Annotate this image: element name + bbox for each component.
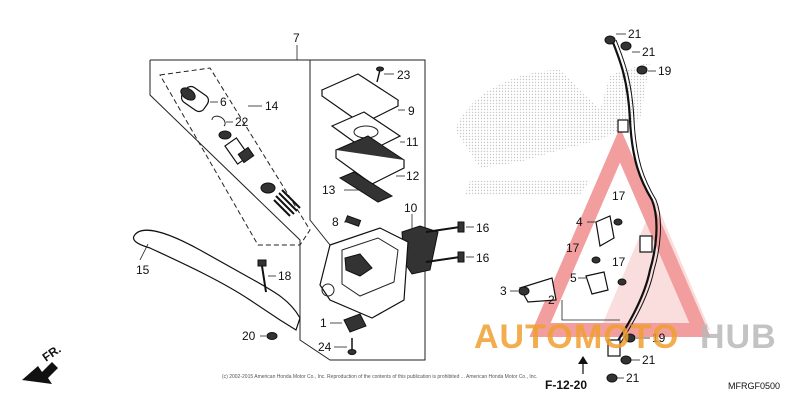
banjo-upper [604, 35, 648, 75]
screw-part-23 [376, 66, 384, 83]
circlip-part-22 [211, 115, 226, 127]
group-7-divider [309, 60, 331, 246]
piston-set-part-14 [218, 130, 301, 217]
clamp-part-4 [595, 215, 615, 247]
label-16-lower: 16 [476, 251, 490, 265]
label-20: 20 [242, 329, 256, 343]
label-21-third: 21 [642, 353, 656, 367]
label-23: 23 [397, 68, 411, 82]
label-4: 4 [576, 215, 583, 229]
label-21-bottom: 21 [626, 371, 640, 385]
label-24: 24 [318, 340, 332, 354]
watermark-hub: HUB [700, 318, 777, 356]
label-15: 15 [136, 263, 150, 277]
diagram-code: MFRGF0500 [728, 381, 780, 391]
honda-wing-watermark [455, 62, 650, 195]
label-22: 22 [235, 115, 249, 129]
label-10: 10 [404, 201, 418, 215]
label-9: 9 [408, 104, 415, 118]
lever-part-15 [132, 229, 301, 331]
label-19-top: 19 [658, 64, 672, 78]
label-18: 18 [278, 269, 292, 283]
label-3: 3 [500, 284, 507, 298]
label-17-top: 17 [612, 189, 626, 203]
banjo-lower [606, 333, 636, 383]
nut-part-20 [266, 332, 278, 340]
label-21-top: 21 [628, 27, 642, 41]
boot-part-6 [180, 85, 210, 113]
group-14-box [159, 67, 311, 246]
screw-part-8 [344, 215, 362, 227]
label-19-bottom: 19 [652, 331, 666, 345]
ref-arrow [578, 356, 588, 374]
float-part-13 [338, 171, 394, 203]
fr-arrow [22, 362, 58, 384]
switch-part-1 [343, 313, 367, 333]
lead-2 [561, 300, 620, 321]
label-17-mid: 17 [566, 241, 580, 255]
label-8: 8 [332, 215, 339, 229]
label-5: 5 [570, 271, 577, 285]
automotohub-watermark: AUTO MOTO HUB [474, 318, 777, 356]
lead-15 [139, 243, 149, 261]
label-2: 2 [548, 293, 555, 307]
label-14: 14 [265, 99, 279, 113]
label-16-upper: 16 [476, 221, 490, 235]
group-7-box-left [149, 60, 301, 245]
group-7-box [150, 59, 426, 361]
watermark-triangles [529, 127, 711, 337]
clamp-part-5 [585, 271, 609, 295]
bolt-part-16-upper [425, 221, 465, 233]
bolt-part-16-lower [425, 251, 465, 263]
clamp-part-3 [518, 277, 557, 303]
label-6: 6 [220, 95, 227, 109]
label-17-low: 17 [612, 255, 626, 269]
group-7-box-bottom [299, 245, 420, 361]
label-11: 11 [406, 135, 419, 149]
brake-hose [607, 39, 661, 357]
master-cylinder-body [319, 227, 409, 319]
label-7: 7 [293, 31, 300, 45]
watermark-moto: MOTO [574, 318, 679, 356]
label-12: 12 [406, 169, 420, 183]
label-1: 1 [320, 316, 327, 330]
label-21-second: 21 [642, 45, 656, 59]
screw-part-24 [347, 338, 357, 355]
ref-code-text: F-12-20 [545, 378, 587, 392]
watermark-auto: AUTO [474, 318, 574, 356]
bolts-17 [591, 218, 627, 286]
fr-label: FR. [40, 342, 64, 365]
pivot-bolt-part-18 [257, 259, 267, 293]
label-13: 13 [322, 183, 336, 197]
reservoir-cap-part-9 [320, 73, 400, 125]
copyright-text: (c) 2002-2015 American Honda Motor Co., … [222, 374, 537, 380]
